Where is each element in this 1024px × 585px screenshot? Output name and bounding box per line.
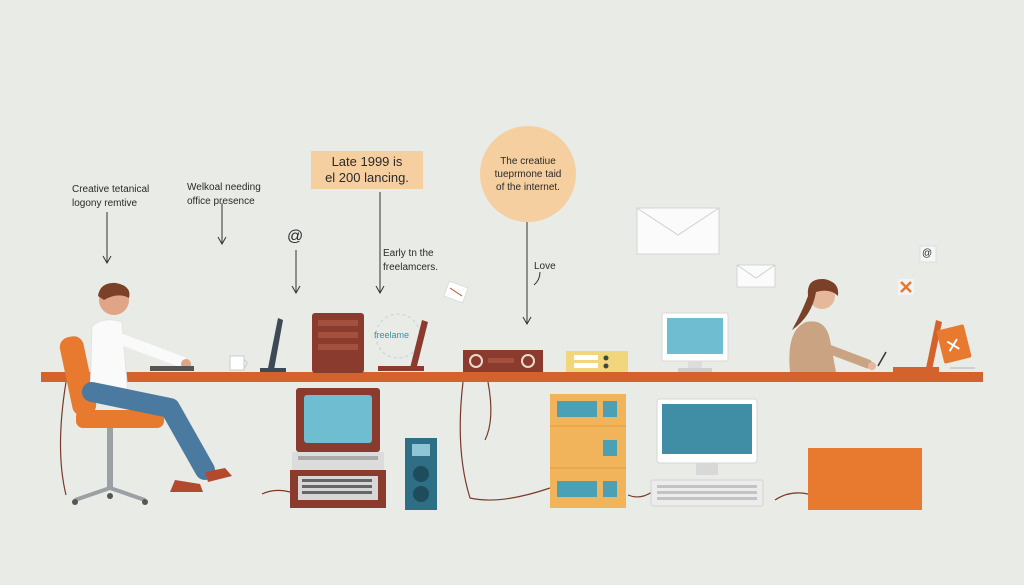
woman-at-laptop — [789, 278, 876, 372]
annotation-office: Welkoal needing office presence — [187, 182, 261, 207]
at-badge-icon — [919, 245, 937, 263]
freelance-screen-text: freelame — [374, 330, 410, 340]
coffee-mug — [229, 355, 248, 371]
man-at-computer — [82, 282, 232, 492]
brown-tower — [312, 313, 364, 373]
tablet-device — [936, 324, 975, 369]
tool-icon — [898, 279, 914, 295]
desk-monitor — [661, 312, 729, 372]
orange-block — [808, 448, 922, 510]
freelance-laptop — [375, 313, 428, 371]
envelope-large-icon — [636, 207, 720, 255]
envelope-small-icon — [736, 264, 776, 288]
annotation-creative: Creative tetanical logony remtive — [72, 184, 150, 209]
orange-server — [550, 394, 626, 508]
at-symbol: @ — [287, 228, 304, 245]
laptop-right — [893, 320, 942, 372]
annotation-late-1999: Late 1999 is el 200 lancing. — [311, 151, 423, 189]
annotation-internet-circle: The creatiue tueprmone taid of the inter… — [480, 126, 576, 222]
pointer-arrows — [102, 192, 541, 326]
laptop-1 — [260, 318, 286, 372]
floating-note-icon — [443, 280, 469, 304]
yellow-device — [566, 351, 628, 372]
red-device — [463, 350, 543, 372]
long-desk — [41, 372, 983, 382]
retro-computer — [290, 388, 386, 508]
stylus — [877, 351, 887, 367]
speaker-tower — [405, 438, 437, 510]
annotation-love: Love — [534, 261, 556, 272]
desktop-computer — [650, 398, 764, 507]
cables — [59, 381, 809, 501]
annotation-early: Early tn the freelamcers. — [383, 248, 439, 273]
at-badge-text: @ — [922, 248, 933, 259]
keyboard-left — [150, 366, 194, 371]
